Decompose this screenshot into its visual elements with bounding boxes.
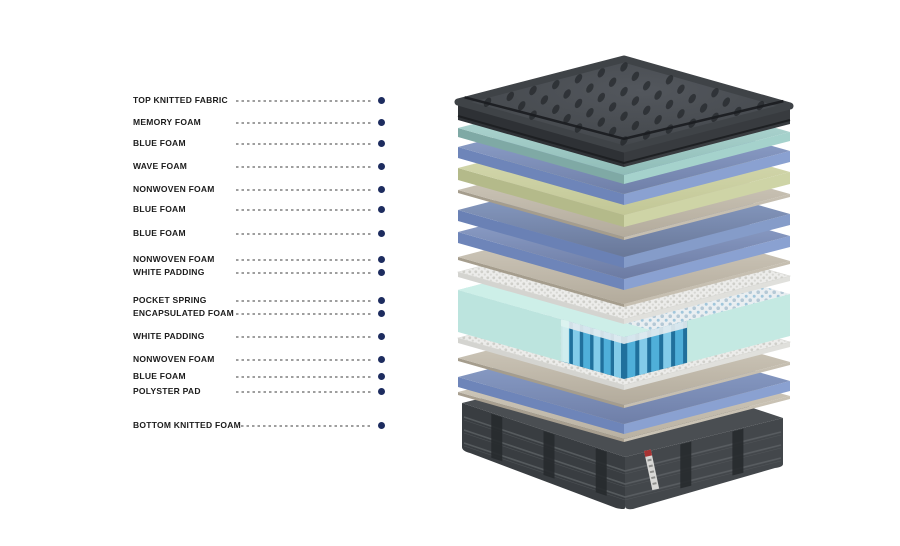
leader-dot — [378, 140, 385, 147]
dotted-leader — [236, 390, 373, 393]
legend-row: BLUE FOAM — [133, 228, 385, 239]
dotted-leader — [236, 299, 373, 302]
leader-dot — [378, 206, 385, 213]
legend-row: NONWOVEN FOAM — [133, 184, 385, 195]
layer-label: BLUE FOAM — [133, 138, 186, 148]
legend-row: WHITE PADDING — [133, 267, 385, 278]
dotted-leader — [236, 375, 373, 378]
leader-dot — [378, 297, 385, 304]
dotted-leader — [236, 165, 373, 168]
leader-dot — [378, 333, 385, 340]
leader-dot — [378, 163, 385, 170]
leader-dot — [378, 186, 385, 193]
layer-label: POCKET SPRING — [133, 295, 207, 305]
brand-tag — [644, 449, 660, 491]
layer-label: BOTTOM KNITTED FOAM — [133, 420, 241, 430]
dotted-leader — [236, 121, 373, 124]
leader-dot — [378, 373, 385, 380]
mattress-exploded-view — [420, 42, 890, 542]
leader-dot — [378, 310, 385, 317]
layer-label: WHITE PADDING — [133, 331, 205, 341]
leader-dot — [378, 356, 385, 363]
legend-row: POCKET SPRING — [133, 295, 385, 306]
dotted-leader — [236, 208, 373, 211]
layer-label: BLUE FOAM — [133, 228, 186, 238]
legend-row: TOP KNITTED FABRIC — [133, 95, 385, 106]
legend-row: MEMORY FOAM — [133, 117, 385, 128]
leader-dot — [378, 269, 385, 276]
legend-row: BLUE FOAM — [133, 138, 385, 149]
layer-label: BLUE FOAM — [133, 371, 186, 381]
layer-label: WAVE FOAM — [133, 161, 188, 171]
leader-dot — [378, 119, 385, 126]
leader-dot — [378, 97, 385, 104]
legend-row: POLYSTER PAD — [133, 386, 385, 397]
leader-dot — [378, 256, 385, 263]
layer-top-knitted-fabric — [454, 55, 794, 167]
leader-dot — [378, 422, 385, 429]
legend-row: WAVE FOAM — [133, 161, 385, 172]
dotted-leader — [236, 358, 373, 361]
legend-row: NONWOVEN FOAM — [133, 254, 385, 265]
layer-label: POLYSTER PAD — [133, 386, 201, 396]
legend-row: NONWOVEN FOAM — [133, 354, 385, 365]
dotted-leader — [236, 312, 373, 315]
layer-label: WHITE PADDING — [133, 267, 205, 277]
layer-label: NONWOVEN FOAM — [133, 354, 215, 364]
legend-row: ENCAPSULATED FOAM — [133, 308, 385, 319]
dotted-leader — [236, 258, 373, 261]
leader-dot — [378, 230, 385, 237]
layer-label: ENCAPSULATED FOAM — [133, 308, 234, 318]
legend-row: WHITE PADDING — [133, 331, 385, 342]
dotted-leader — [236, 99, 373, 102]
layer-label: NONWOVEN FOAM — [133, 184, 215, 194]
layer-label: BLUE FOAM — [133, 204, 186, 214]
dotted-leader — [236, 188, 373, 191]
leader-dot — [378, 388, 385, 395]
legend-row: BOTTOM KNITTED FOAM — [133, 420, 385, 431]
layer-label: MEMORY FOAM — [133, 117, 201, 127]
dotted-leader — [241, 424, 373, 427]
dotted-leader — [236, 232, 373, 235]
dotted-leader — [236, 335, 373, 338]
layer-label: TOP KNITTED FABRIC — [133, 95, 228, 105]
legend-row: BLUE FOAM — [133, 204, 385, 215]
legend-row: BLUE FOAM — [133, 371, 385, 382]
layer-label: NONWOVEN FOAM — [133, 254, 215, 264]
dotted-leader — [236, 142, 373, 145]
dotted-leader — [236, 271, 373, 274]
